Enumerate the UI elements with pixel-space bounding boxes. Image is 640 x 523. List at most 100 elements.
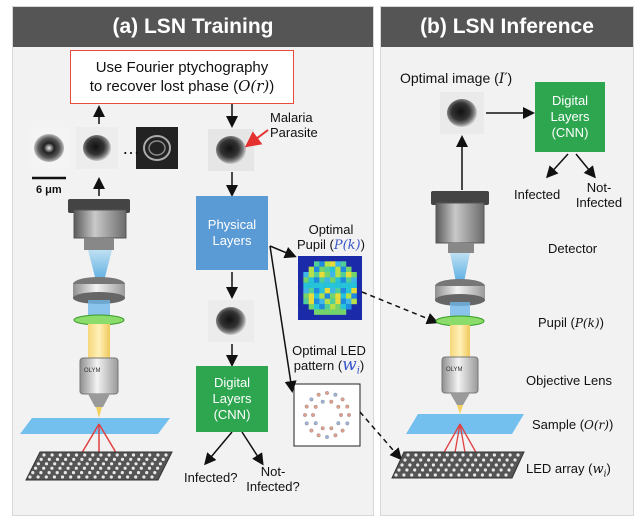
- led-dot: [118, 462, 122, 466]
- led-dot: [483, 468, 487, 472]
- fourier-box-line2: to recover lost phase (: [89, 78, 239, 95]
- led-dot: [101, 462, 106, 466]
- pupil-pixel: [324, 309, 331, 315]
- pupil-pixel: [308, 266, 315, 273]
- led-dot: [47, 471, 51, 475]
- led-dot: [39, 471, 43, 475]
- pupil-pixel: [324, 304, 331, 310]
- led-dot: [442, 458, 446, 462]
- led-dot: [405, 468, 409, 472]
- led-dot: [88, 457, 92, 461]
- led-pattern-dot: [340, 428, 345, 433]
- pupil-pixel: [330, 277, 336, 283]
- pupil-label-prefix: Pupil (: [538, 315, 575, 330]
- led-dot: [104, 457, 108, 461]
- detector-label: Detector: [548, 241, 598, 256]
- led-dot: [480, 473, 484, 477]
- led-dot: [479, 463, 483, 467]
- led-dot: [425, 473, 429, 477]
- training-microscope: OLYM: [20, 199, 173, 481]
- led-dot: [104, 471, 108, 475]
- training-not-infected-label: Not- Infected?: [244, 464, 302, 494]
- pupil-pixel: [308, 298, 315, 305]
- led-dot: [414, 453, 418, 457]
- physical-layers-line1: Physical: [207, 217, 257, 232]
- optimal-led-pattern-image: [293, 383, 361, 447]
- led-dot: [156, 453, 160, 457]
- training-not-infected-line2: Infected?: [246, 479, 300, 494]
- pupil-pixel: [314, 261, 320, 267]
- led-dot: [505, 458, 509, 462]
- led-dot: [120, 457, 125, 461]
- led-dot: [439, 463, 443, 467]
- led-dot: [93, 475, 97, 479]
- led-pattern-dot: [320, 399, 325, 404]
- led-dot: [158, 462, 162, 466]
- pupil-pixel: [340, 266, 347, 273]
- led-label-variable: w: [592, 462, 604, 477]
- led-dot: [28, 475, 32, 479]
- pupil-pixel: [335, 272, 341, 278]
- pupil-pixel: [324, 288, 331, 294]
- led-dot: [107, 466, 111, 470]
- pupil-pixel: [308, 293, 315, 299]
- led-dot: [430, 453, 434, 457]
- led-dot: [69, 475, 73, 479]
- led-array-label: LED array (wi): [526, 461, 611, 483]
- pupil-pixel: [346, 304, 352, 310]
- led-dot: [139, 466, 143, 470]
- led-dot: [83, 453, 87, 457]
- training-infected-label: Infected?: [184, 470, 238, 485]
- led-dot: [161, 457, 165, 461]
- led-dot: [434, 458, 438, 462]
- pupil-pixel: [346, 277, 352, 283]
- optimal-led-variable: w: [342, 355, 357, 375]
- led-pattern-dot: [309, 428, 314, 433]
- led-dot: [72, 457, 76, 461]
- led-dot: [69, 462, 73, 466]
- led-dot: [482, 458, 486, 462]
- led-dot: [410, 473, 414, 477]
- led-dot: [452, 468, 456, 472]
- pupil-pixel: [330, 304, 336, 310]
- pupil-pixel: [314, 272, 320, 278]
- led-dot: [500, 453, 504, 457]
- led-dot: [461, 453, 465, 457]
- led-pattern-dot: [345, 404, 350, 409]
- led-dot: [460, 468, 464, 472]
- training-digital-line2: Layers: [212, 391, 252, 406]
- pupil-pixel: [324, 282, 331, 289]
- led-dot: [147, 466, 152, 470]
- led-dot: [112, 471, 116, 475]
- led-dot: [123, 466, 127, 470]
- pupil-pixel: [351, 288, 357, 294]
- sample-label-close: ): [608, 417, 614, 432]
- pupil-pixel: [346, 282, 352, 289]
- led-dot: [447, 463, 451, 467]
- captured-images: [28, 127, 178, 180]
- led-dot: [463, 463, 467, 467]
- pupil-pixel: [314, 282, 320, 289]
- pupil-pixel: [314, 277, 320, 283]
- led-dot: [137, 457, 141, 461]
- led-pattern-dot: [316, 392, 321, 397]
- led-dot: [494, 463, 498, 467]
- sample-label-prefix: Sample (: [532, 417, 585, 432]
- led-dot: [492, 453, 496, 457]
- training-digital-layers-box: Digital Layers (CNN): [196, 366, 268, 432]
- pupil-pixel: [330, 309, 336, 315]
- pupil-pixel: [303, 272, 309, 278]
- led-dot: [422, 453, 426, 457]
- inference-not-infected-label: Not- Infected: [570, 180, 628, 210]
- led-pattern-dot: [339, 413, 343, 417]
- led-dot: [466, 458, 470, 462]
- malaria-parasite-image: [208, 129, 254, 171]
- led-dot: [90, 466, 95, 470]
- pupil-pixel: [303, 293, 309, 299]
- optimal-image-label: Optimal image (I′): [400, 71, 512, 87]
- led-dot: [31, 471, 35, 475]
- led-dot: [109, 475, 113, 479]
- optimal-pupil-line1: Optimal: [308, 222, 354, 237]
- pupil-pixel: [335, 304, 341, 310]
- pupil-pixel: [319, 282, 325, 289]
